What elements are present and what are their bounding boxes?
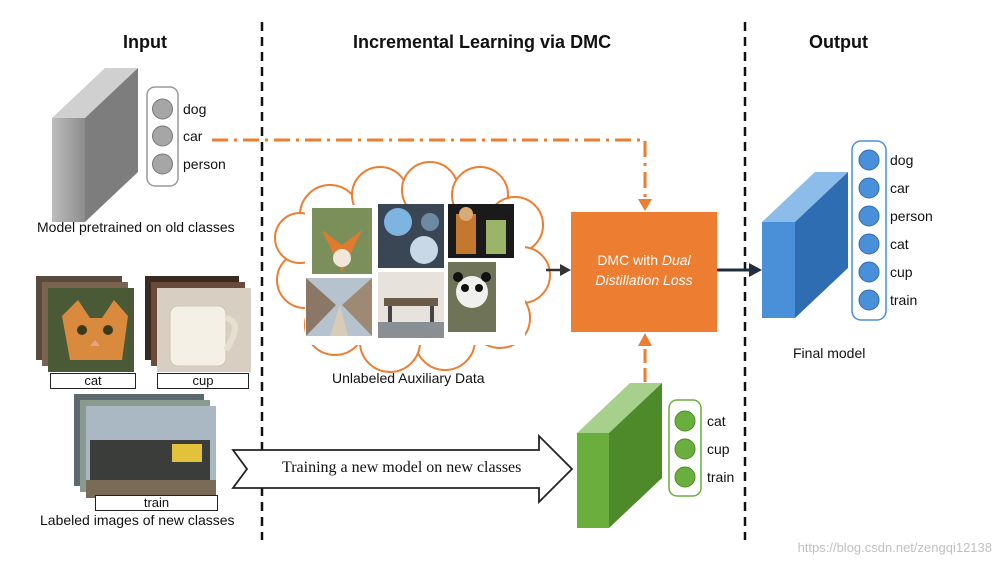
aux-photo-toys <box>448 204 514 258</box>
new-class-cat: cat <box>707 413 726 429</box>
header-output: Output <box>809 32 868 52</box>
new-node-3 <box>674 466 696 488</box>
cat-image-stack <box>36 276 134 372</box>
old-model-block <box>52 68 138 222</box>
aux-photo-table <box>378 272 444 338</box>
final-class-person: person <box>890 208 933 224</box>
training-arrow <box>231 433 574 505</box>
final-class-car: car <box>890 180 910 196</box>
header-incremental: Incremental Learning via DMC <box>353 32 612 52</box>
new-class-train: train <box>707 469 735 485</box>
aux-photo-plates <box>378 204 444 268</box>
train-label: train <box>95 495 218 511</box>
final-node-3 <box>858 205 880 227</box>
dmc-label: DMC with Dual Distillation Loss <box>571 250 717 290</box>
new-model-block <box>577 383 662 528</box>
old-class-car: car <box>183 128 203 144</box>
final-node-5 <box>858 261 880 283</box>
old-class-person: person <box>183 156 226 172</box>
old-node-3 <box>152 153 173 175</box>
dmc-box <box>571 212 717 332</box>
header-input: Input <box>123 32 167 52</box>
new-images-caption: Labeled images of new classes <box>40 512 235 528</box>
aux-photo-fox <box>312 208 372 274</box>
aux-arrow-head <box>560 264 571 276</box>
old-node-1 <box>152 98 173 120</box>
final-class-cat: cat <box>890 236 909 252</box>
final-node-6 <box>858 289 880 311</box>
cup-label: cup <box>157 373 249 389</box>
dmc-label-italic-2: Distillation Loss <box>595 272 693 288</box>
final-class-dog: dog <box>890 152 914 168</box>
new-arrow-head <box>638 333 652 346</box>
cup-image-stack <box>145 276 251 372</box>
final-node-1 <box>858 149 880 171</box>
final-class-cup: cup <box>890 264 913 280</box>
final-class-train: train <box>890 292 918 308</box>
aux-photo-street <box>306 278 372 336</box>
dmc-label-italic-1: Dual <box>661 252 691 268</box>
new-class-cup: cup <box>707 441 730 457</box>
final-node-4 <box>858 233 880 255</box>
old-node-2 <box>152 125 173 147</box>
training-arrow-label: Training a new model on new classes <box>282 459 522 476</box>
final-arrow-head <box>749 263 762 277</box>
final-node-2 <box>858 177 880 199</box>
auxiliary-caption: Unlabeled Auxiliary Data <box>332 370 485 386</box>
old-arrow-head <box>638 199 652 211</box>
dmc-label-plain: DMC with <box>597 252 662 268</box>
aux-photo-panda <box>448 262 496 332</box>
cat-label: cat <box>50 373 136 389</box>
new-node-2 <box>674 438 696 460</box>
watermark: https://blog.csdn.net/zengqi12138 <box>798 540 992 555</box>
train-image-stack <box>74 394 216 498</box>
old-model-caption: Model pretrained on old classes <box>37 219 235 235</box>
old-class-dog: dog <box>183 101 207 117</box>
final-model-caption: Final model <box>793 345 866 361</box>
old-model-to-dmc-arrow <box>212 138 647 200</box>
new-node-1 <box>674 410 696 432</box>
final-model-block <box>762 172 848 318</box>
